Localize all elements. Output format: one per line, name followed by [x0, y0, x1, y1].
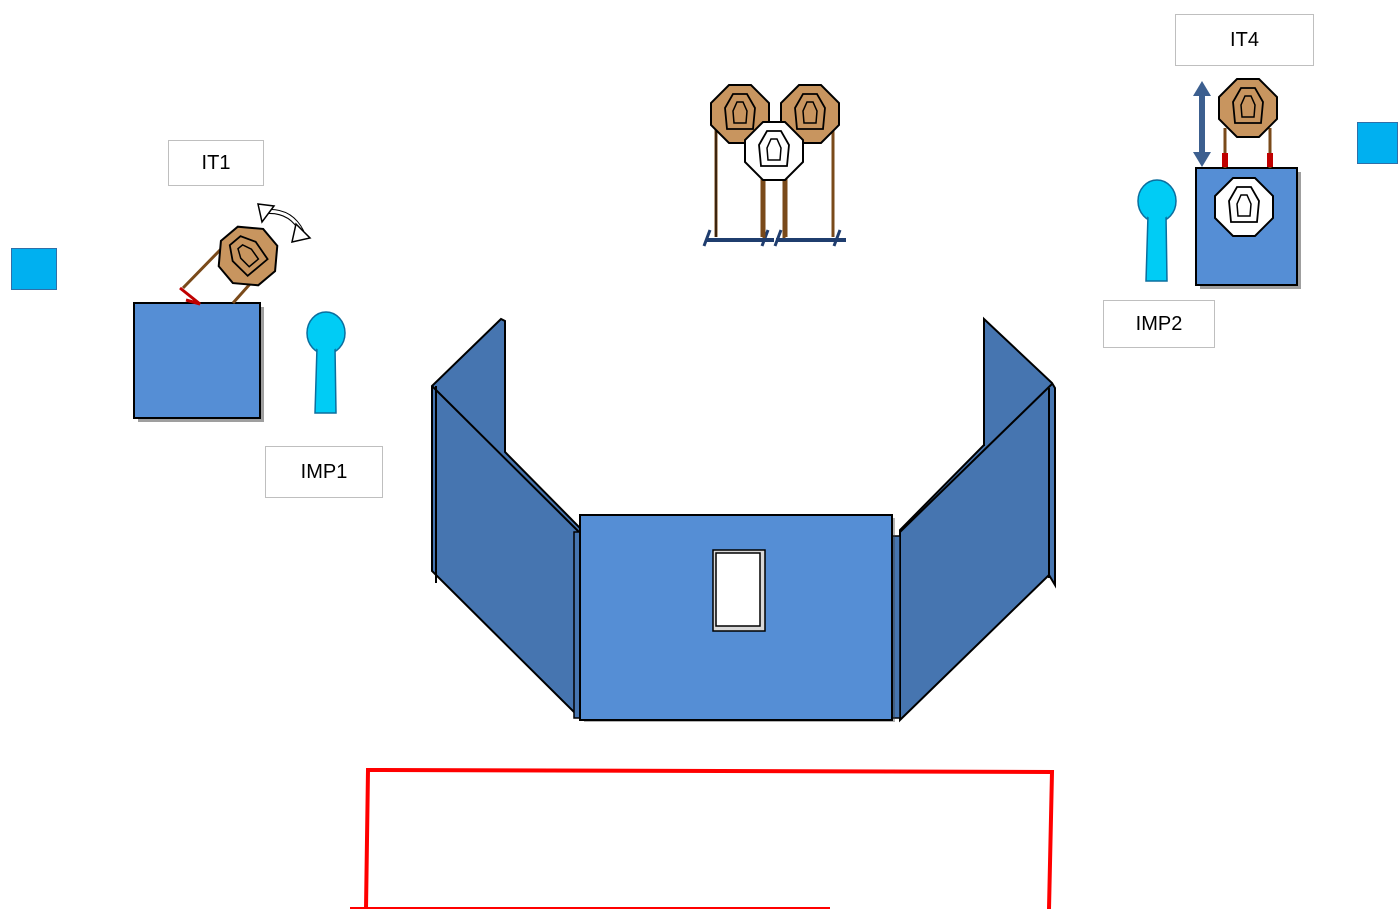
start-marker-left [11, 248, 57, 290]
paper-target-center [744, 121, 804, 181]
popper-imp1 [306, 311, 346, 414]
paper-target-it4 [1214, 177, 1274, 237]
rotating-target-it1 [179, 203, 312, 306]
window-port-icon [712, 549, 766, 632]
label-it4: IT4 [1175, 14, 1314, 66]
right-barricade [1195, 167, 1301, 289]
label-it1-text: IT1 [201, 151, 231, 174]
central-barricade [431, 316, 1056, 723]
label-it4-text: IT4 [1230, 28, 1259, 51]
vertical-double-arrow-icon [1193, 81, 1211, 167]
moving-target-it4 [1193, 78, 1278, 168]
shooting-area-boundary [350, 767, 1055, 910]
steel-target-it1 [206, 214, 290, 298]
label-it1: IT1 [168, 140, 264, 186]
steel-target-it4 [1218, 78, 1278, 138]
label-imp2: IMP2 [1103, 300, 1215, 348]
center-target-array [702, 84, 846, 247]
popper-imp2 [1137, 179, 1177, 282]
center-stand-middle [744, 121, 804, 238]
left-barricade [133, 302, 264, 422]
label-imp1: IMP1 [265, 446, 383, 498]
label-imp1-text: IMP1 [300, 460, 348, 483]
label-imp2-text: IMP2 [1135, 312, 1183, 335]
start-marker-right [1357, 122, 1398, 164]
rotate-arrow-icon [257, 203, 312, 243]
